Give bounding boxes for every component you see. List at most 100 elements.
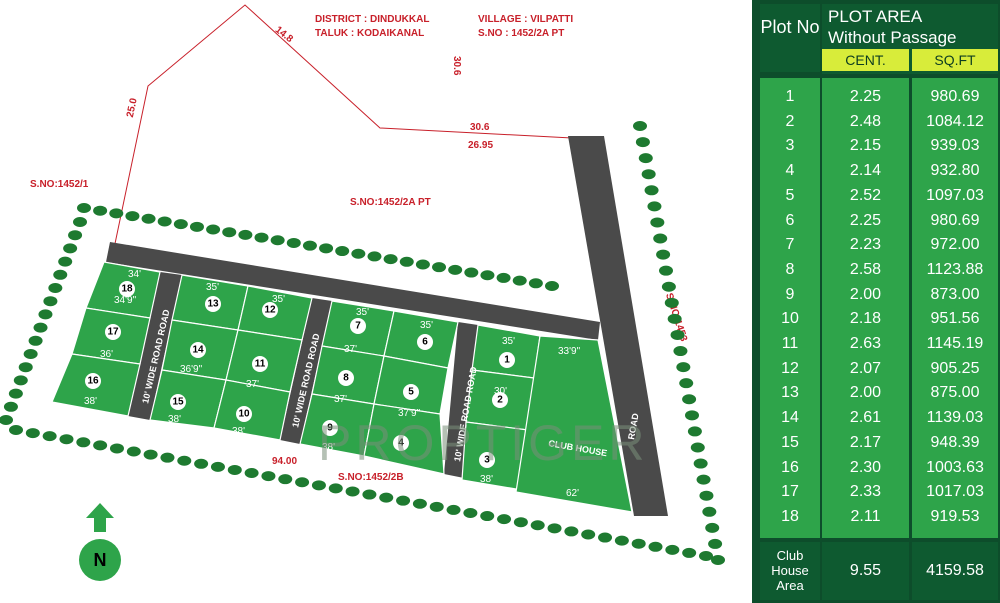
plot-number-badge <box>322 420 338 436</box>
tree <box>125 211 140 222</box>
dim-30-6-horiz: 30.6 <box>470 122 490 133</box>
tree <box>673 346 688 357</box>
dim-p3-b: 38' <box>480 474 493 485</box>
table-cell-plot: 13 <box>781 384 799 402</box>
tree <box>656 249 671 260</box>
tree <box>633 121 647 131</box>
tree <box>295 477 310 488</box>
plot-number-badge <box>403 384 419 400</box>
tree <box>547 523 562 534</box>
table-cell-plot: 2 <box>785 112 795 130</box>
plot-10 <box>213 379 291 441</box>
tree <box>699 490 714 501</box>
watermark: PROPTIGER <box>318 415 648 471</box>
tree <box>68 230 83 241</box>
table-cell-sqft: 948.39 <box>930 433 980 451</box>
dim-club-d: 62' <box>566 488 579 499</box>
tree <box>126 446 141 457</box>
plot-number: 16 <box>87 376 99 387</box>
tree <box>480 511 495 522</box>
plot-number: 17 <box>107 327 119 338</box>
north-arrow: N <box>79 503 121 581</box>
tree <box>687 426 702 437</box>
table-cell-sqft: 980.69 <box>930 88 980 105</box>
table-cell-plot: 4 <box>785 162 795 180</box>
dim-p9-b: 38' <box>322 442 335 453</box>
tree <box>244 468 259 479</box>
tree <box>351 248 366 259</box>
tree <box>63 243 78 254</box>
tree <box>682 547 697 558</box>
tree <box>160 452 175 463</box>
table-cell-cent: 2.48 <box>849 112 882 130</box>
tree <box>311 480 326 491</box>
table-cell-sqft: 1145.19 <box>926 335 984 352</box>
plot-number-badge <box>190 342 206 358</box>
footer-sqft-cell: 4159.58 <box>912 542 998 600</box>
tree <box>58 256 73 267</box>
tree <box>463 507 478 518</box>
tree <box>650 217 665 228</box>
tree <box>685 410 699 421</box>
tree <box>693 458 708 469</box>
dim-p12-a: 35' <box>272 294 285 305</box>
tree <box>432 262 447 273</box>
tree <box>665 544 680 555</box>
tree <box>42 431 57 442</box>
plot-15 <box>149 369 227 429</box>
tree <box>708 538 723 549</box>
table-cell-sqft: 972.00 <box>930 236 980 254</box>
plot-1 <box>471 324 541 379</box>
table-cell-plot: 5 <box>785 186 795 204</box>
table-cell-cent: 2.61 <box>849 409 882 427</box>
road-mid-strip <box>280 298 332 444</box>
tree <box>227 464 242 475</box>
table-cell-cent: 2.25 <box>849 211 882 229</box>
table-cell-plot: 3 <box>785 137 795 155</box>
tree <box>93 440 108 451</box>
tree <box>664 297 679 308</box>
plot-club-house <box>515 335 633 513</box>
tree <box>319 243 334 254</box>
plot-number: 6 <box>422 337 428 348</box>
dim-p8-b: 37' <box>334 394 347 405</box>
table-cell-cent: 2.52 <box>849 186 882 204</box>
plot-number-badge <box>417 334 433 350</box>
dim-p5-b: 37'9" <box>398 408 421 419</box>
tree <box>647 201 662 212</box>
plot-dimensions: 34' 34'9" 36' 38' 35' 36'9" 38' 35' 37' … <box>84 269 581 499</box>
plot-number: 12 <box>264 305 276 316</box>
tree <box>496 272 511 283</box>
table-cell-sqft: 939.03 <box>930 137 980 155</box>
dim-p7-a: 35' <box>356 307 369 318</box>
tree <box>194 458 209 469</box>
north-label: N <box>94 550 107 570</box>
survey-left-label: S.NO:1452/1 <box>30 179 89 190</box>
table-cell-sqft: 875.00 <box>930 384 980 402</box>
tree <box>614 535 629 546</box>
table-cell-sqft: 1003.63 <box>926 458 984 476</box>
tree <box>690 442 705 453</box>
table-cell-plot: 15 <box>781 433 799 451</box>
tree <box>512 275 527 286</box>
tree <box>598 532 613 543</box>
plot-number: 13 <box>207 299 219 310</box>
tree <box>177 455 192 466</box>
table-cell-cent: 2.00 <box>849 285 882 303</box>
plot-number-badge <box>338 370 354 386</box>
table-cell-cent: 2.11 <box>850 507 881 525</box>
tree <box>429 501 444 512</box>
dim-p18-a: 34' <box>128 269 141 280</box>
tree <box>141 213 156 224</box>
tree <box>705 522 720 533</box>
plot-number-badge <box>479 452 495 468</box>
tree <box>28 335 43 346</box>
tree <box>76 437 91 448</box>
plot-number-badge <box>85 373 101 389</box>
tree <box>682 394 697 405</box>
east-road <box>568 136 668 516</box>
tree <box>157 216 172 227</box>
dim-p14-b: 36'9" <box>180 364 203 375</box>
table-cell-sqft: 932.80 <box>930 162 980 180</box>
